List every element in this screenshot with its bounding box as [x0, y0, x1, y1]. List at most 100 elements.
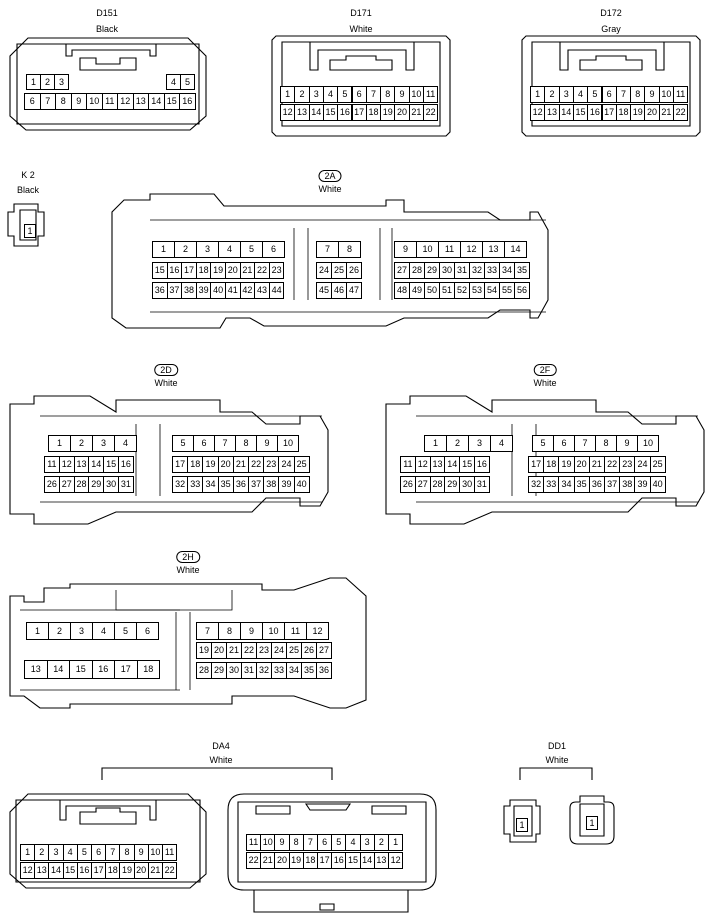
c2h-pin: 6	[136, 622, 159, 640]
c2a-pin: 1	[152, 241, 175, 258]
d172-pin: 15	[572, 104, 589, 121]
c2d-pin: 23	[263, 456, 280, 473]
c2h-pin: 27	[316, 642, 332, 659]
da4-pin: 20	[274, 852, 290, 869]
d171-pin: 9	[394, 86, 410, 103]
da4-color: White	[209, 755, 233, 765]
da4-pin: 14	[48, 862, 64, 879]
da4-pin: 18	[302, 852, 318, 869]
c2d-pin: 28	[73, 476, 90, 493]
c2f-pin: 24	[634, 456, 651, 473]
c2f-pin: 16	[474, 456, 490, 473]
c2a-pin: 49	[409, 282, 425, 299]
c2h-pin: 12	[306, 622, 329, 640]
c2f-pin: 28	[429, 476, 446, 493]
c2f-color: White	[533, 378, 557, 388]
c2f-pin: 27	[414, 476, 431, 493]
d172-pin: 16	[587, 104, 603, 121]
c2d-name: 2D	[154, 364, 178, 376]
d171-pin: 18	[365, 104, 382, 121]
da4-pin: 15	[345, 852, 361, 869]
d171-pin: 20	[394, 104, 410, 121]
c2f-pin: 2	[446, 435, 469, 452]
d172-pin: 12	[530, 104, 546, 121]
c2f-pin: 39	[634, 476, 651, 493]
c2a-pin: 12	[460, 241, 483, 258]
c2a-pin: 53	[469, 282, 485, 299]
c2d-pin: 20	[217, 456, 234, 473]
d171-pin: 22	[423, 104, 439, 121]
c2d-pin: 39	[278, 476, 295, 493]
da4-pin: 6	[317, 834, 333, 851]
d171-name: D171	[350, 8, 372, 18]
da4-pin: 11	[246, 834, 262, 851]
d151-pin: 5	[180, 74, 195, 90]
c2h-pin: 23	[256, 642, 272, 659]
d172-pin: 5	[587, 86, 603, 103]
c2a-pin: 27	[394, 262, 410, 279]
c2h-pin: 2	[48, 622, 71, 640]
c2a-pin: 45	[316, 282, 332, 299]
c2f-pin: 25	[649, 456, 666, 473]
d172-pin: 11	[673, 86, 689, 103]
c2a-pin: 47	[346, 282, 362, 299]
k2-pin: 1	[24, 224, 36, 238]
c2f-pin: 21	[588, 456, 605, 473]
da4-pin: 22	[162, 862, 178, 879]
c2d-pin: 34	[202, 476, 219, 493]
d172-pin: 18	[615, 104, 632, 121]
da4-pin: 20	[133, 862, 149, 879]
c2f-pin: 20	[573, 456, 590, 473]
c2a-pin: 7	[316, 241, 339, 258]
c2a-pin: 8	[338, 241, 361, 258]
c2h-pin: 30	[226, 662, 242, 679]
c2a-pin: 11	[438, 241, 461, 258]
c2a-pin: 34	[499, 262, 515, 279]
c2f-pin: 7	[574, 435, 596, 452]
c2f-pin: 23	[619, 456, 636, 473]
c2d-pin: 3	[92, 435, 115, 452]
da4-pin: 13	[34, 862, 50, 879]
d172-pin: 20	[644, 104, 660, 121]
da4-pin: 6	[91, 844, 107, 861]
c2h-pin: 4	[92, 622, 115, 640]
d172-pin: 17	[601, 104, 617, 121]
c2a-pin: 46	[331, 282, 347, 299]
d151-pin: 14	[148, 93, 165, 110]
c2f-pin: 40	[649, 476, 666, 493]
c2a-pin: 28	[409, 262, 425, 279]
c2h-pin: 7	[196, 622, 219, 640]
d172-pin: 8	[630, 86, 646, 103]
da4-pin: 1	[388, 834, 404, 851]
da4-pin: 11	[162, 844, 178, 861]
c2h-name: 2H	[176, 551, 200, 563]
c2a-name: 2A	[318, 170, 342, 182]
da4-pin: 7	[105, 844, 121, 861]
d171-pin: 1	[280, 86, 296, 103]
c2a-pin: 3	[196, 241, 219, 258]
c2a-pin: 31	[454, 262, 470, 279]
c2d-pin: 9	[256, 435, 278, 452]
c2h-pin: 32	[256, 662, 272, 679]
c2h-pin: 14	[46, 660, 70, 679]
c2f-pin: 5	[532, 435, 554, 452]
da4-pin: 3	[359, 834, 375, 851]
dd1-color: White	[545, 755, 569, 765]
c2f-pin: 8	[595, 435, 617, 452]
c2a-pin: 24	[316, 262, 332, 279]
da4-pin: 12	[20, 862, 36, 879]
c2a-pin: 23	[268, 262, 285, 279]
d151-pin: 3	[54, 74, 69, 90]
c2h-pin: 18	[136, 660, 160, 679]
d172-pin: 6	[601, 86, 617, 103]
da4-pin: 7	[302, 834, 318, 851]
c2f-pin: 38	[619, 476, 636, 493]
c2h-pin: 20	[211, 642, 227, 659]
da4-pin: 4	[345, 834, 361, 851]
c2d-pin: 17	[172, 456, 189, 473]
c2h-color: White	[176, 565, 200, 575]
d151-pin: 16	[179, 93, 196, 110]
d172-color: Gray	[601, 24, 621, 34]
c2f-pin: 15	[459, 456, 475, 473]
c2a-pin: 25	[331, 262, 347, 279]
